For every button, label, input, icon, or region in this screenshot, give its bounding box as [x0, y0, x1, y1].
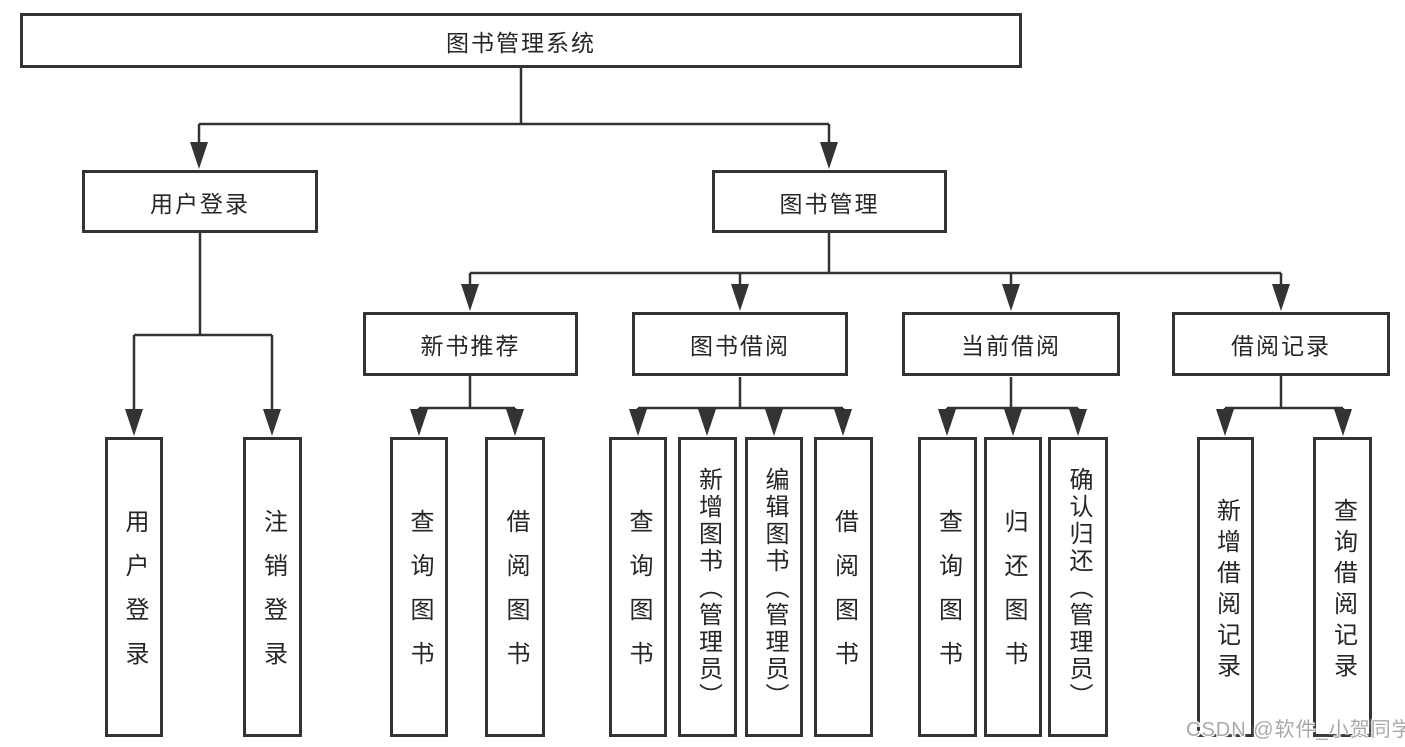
leaf-label: 用户登录	[121, 509, 148, 685]
leaf-label: 查询图书	[625, 509, 652, 685]
node-label: 当前借阅	[961, 333, 1061, 359]
node-label: 图书管理系统	[446, 29, 596, 56]
leaf-label: 归还图书	[1000, 509, 1027, 685]
leaf-query-borrow-record: 查询借阅记录	[1313, 437, 1372, 737]
leaf-query-books-recommend: 查询图书	[390, 437, 448, 737]
leaf-label: 新增图书（管理员）	[694, 467, 722, 710]
leaf-label: 新增借阅记录	[1212, 497, 1240, 684]
leaf-add-borrow-record: 新增借阅记录	[1197, 437, 1254, 737]
node-user-login-module: 用户登录	[82, 170, 318, 233]
node-borrowing-records: 借阅记录	[1172, 312, 1390, 376]
node-current-borrowing: 当前借阅	[902, 312, 1120, 376]
leaf-label: 借阅图书	[830, 509, 858, 685]
leaf-label: 确认归还（管理员）	[1065, 467, 1092, 710]
leaf-label: 编辑图书（管理员）	[761, 467, 788, 710]
node-book-borrowing: 图书借阅	[632, 312, 848, 376]
leaf-add-books-admin: 新增图书（管理员）	[678, 437, 737, 737]
leaf-query-books-current: 查询图书	[918, 437, 977, 737]
csdn-watermark: CSDN @软件_小贺同学	[1186, 719, 1405, 741]
leaf-query-books-borrowing: 查询图书	[609, 437, 667, 737]
leaf-return-books: 归还图书	[984, 437, 1042, 737]
leaf-borrow-books-borrowing: 借阅图书	[814, 437, 873, 737]
node-label: 借阅记录	[1231, 333, 1331, 359]
leaf-label: 查询图书	[406, 509, 433, 685]
leaf-logout: 注销登录	[243, 437, 302, 737]
node-book-management-module: 图书管理	[712, 170, 947, 233]
node-label: 图书管理	[779, 190, 880, 217]
leaf-user-login: 用户登录	[105, 437, 163, 737]
leaf-edit-books-admin: 编辑图书（管理员）	[745, 437, 803, 737]
leaf-label: 查询图书	[934, 509, 962, 685]
leaf-borrow-books-recommend: 借阅图书	[485, 437, 545, 737]
node-label: 新书推荐	[420, 333, 521, 359]
node-library-management-system: 图书管理系统	[20, 13, 1022, 68]
node-new-book-recommendation: 新书推荐	[363, 312, 578, 376]
node-label: 图书借阅	[690, 333, 790, 359]
leaf-label: 注销登录	[259, 509, 287, 685]
node-label: 用户登录	[150, 190, 250, 217]
leaf-label: 借阅图书	[502, 509, 529, 685]
leaf-label: 查询借阅记录	[1329, 497, 1357, 684]
leaf-confirm-return-admin: 确认归还（管理员）	[1048, 437, 1108, 737]
